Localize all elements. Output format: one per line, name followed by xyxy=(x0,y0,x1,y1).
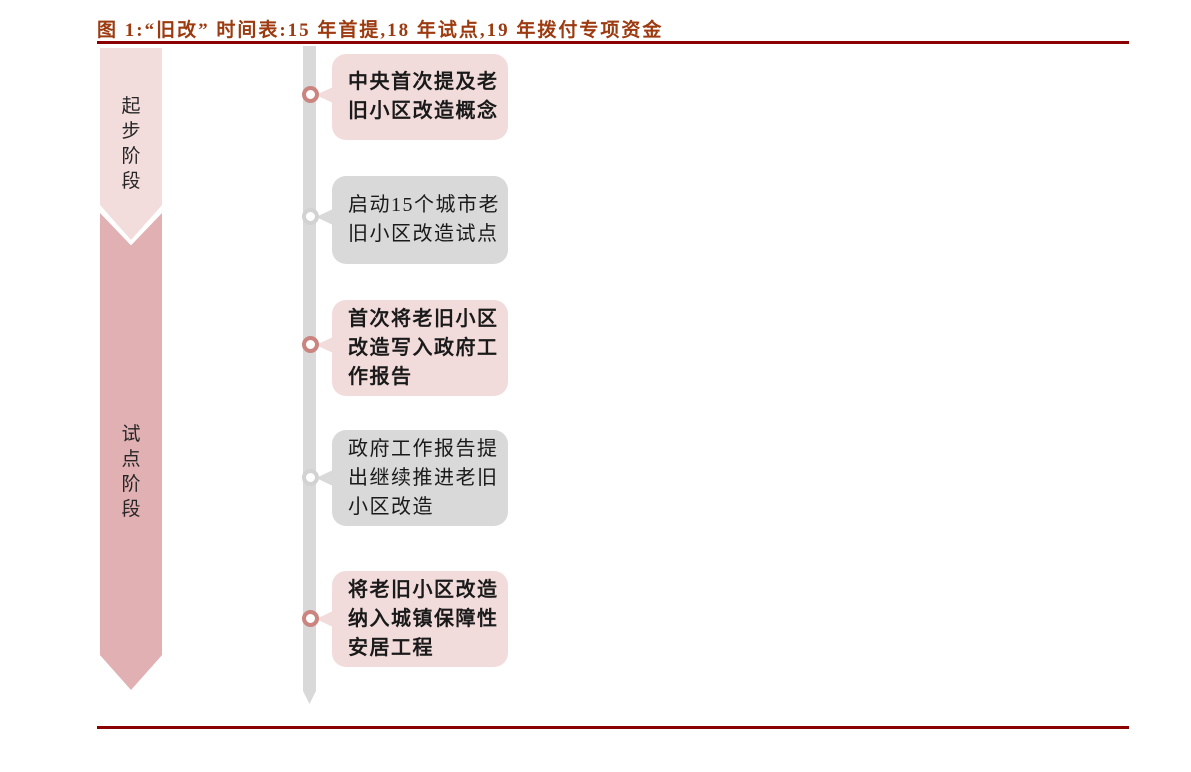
event-card: 政府工作报告提 出继续推进老旧 小区改造 xyxy=(332,430,508,526)
event-card-text: 启动15个城市老 旧小区改造试点 xyxy=(348,194,500,245)
stage-banner-start: 起 步 阶 段 xyxy=(100,48,162,240)
event-card-text: 政府工作报告提 出继续推进老旧 小区改造 xyxy=(348,437,499,518)
bottom-rule xyxy=(97,726,1129,729)
timeline-marker-icon xyxy=(302,208,319,225)
timeline-arrow-tip-icon xyxy=(303,691,316,704)
timeline-marker-icon xyxy=(302,610,319,627)
event-card: 中央首次提及老 旧小区改造概念 xyxy=(332,54,508,140)
stage-label-start: 起 步 阶 段 xyxy=(121,96,141,192)
event-card: 首次将老旧小区 改造写入政府工 作报告 xyxy=(332,300,508,396)
timeline-marker-icon xyxy=(302,336,319,353)
event-card-text: 首次将老旧小区 改造写入政府工 作报告 xyxy=(348,307,499,388)
event-card-text: 中央首次提及老 旧小区改造概念 xyxy=(348,71,499,122)
event-card: 将老旧小区改造 纳入城镇保障性 安居工程 xyxy=(332,571,508,667)
timeline-bar xyxy=(303,46,316,691)
stage-label-pilot: 试 点 阶 段 xyxy=(121,424,141,520)
event-card: 启动15个城市老 旧小区改造试点 xyxy=(332,176,508,264)
figure-title: 图 1:“旧改” 时间表:15 年首提,18 年试点,19 年拨付专项资金 xyxy=(97,20,664,41)
timeline-marker-icon xyxy=(302,86,319,103)
stage-banner-pilot: 试 点 阶 段 xyxy=(100,213,162,690)
top-rule xyxy=(97,41,1129,44)
event-card-text: 将老旧小区改造 纳入城镇保障性 安居工程 xyxy=(348,578,499,659)
timeline-marker-icon xyxy=(302,469,319,486)
